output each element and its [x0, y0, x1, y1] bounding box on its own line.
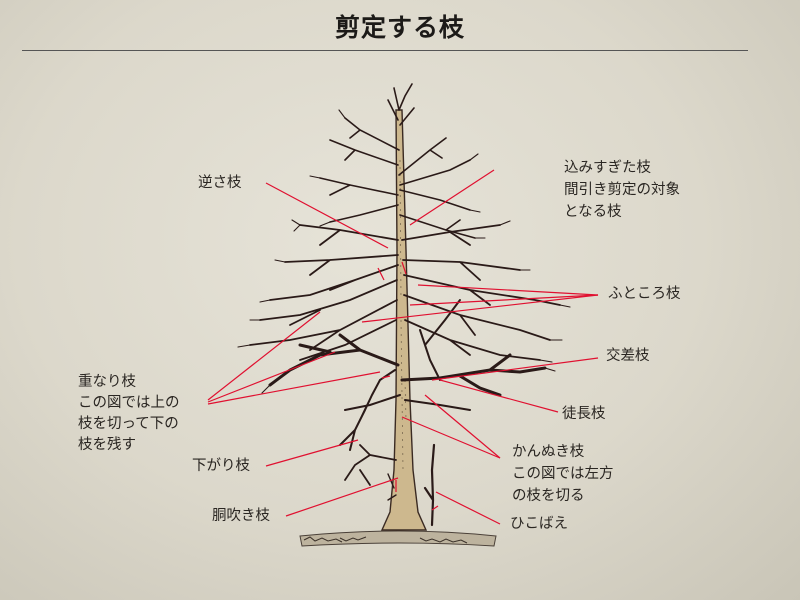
ground	[299, 530, 497, 547]
tree-branches	[237, 83, 571, 527]
leader-futokoro-1	[417, 284, 599, 296]
leader-futokoro-3	[361, 294, 599, 323]
label-komisugi-line1: 込みすぎた枝	[564, 160, 651, 176]
leader-kannuki-1	[424, 394, 501, 459]
label-kasanari-line3: 枝を切って下の	[78, 416, 179, 432]
label-kannuki-line1: かんぬき枝	[512, 444, 585, 460]
title-underline	[22, 50, 748, 51]
label-tocho-eda: 徒長枝	[562, 406, 606, 422]
label-kannuki-line3: の枝を切る	[512, 488, 585, 504]
leader-hikobae	[435, 491, 501, 525]
label-kousa-eda: 交差枝	[606, 348, 650, 364]
leader-kousa	[431, 357, 599, 381]
leader-kannuki-2	[401, 416, 501, 459]
label-dobuki-eda: 胴吹き枝	[212, 508, 270, 524]
leader-lines	[207, 169, 599, 525]
leader-dobuki	[285, 477, 399, 517]
label-kannuki-line2: この図では左方	[512, 466, 614, 482]
label-kasanari-line4: 枝を残す	[78, 437, 136, 453]
label-kasanari-line1: 重なり枝	[78, 374, 136, 390]
label-hikobae: ひこばえ	[510, 516, 568, 532]
leader-kasanari-1	[207, 311, 321, 401]
leader-futokoro-2	[409, 294, 599, 306]
label-komisugi-line2: 間引き剪定の対象	[564, 182, 680, 198]
leader-kasanari-3	[207, 371, 381, 405]
label-komisugi-line3: となる枝	[564, 204, 622, 220]
label-sakasa-eda: 逆さ枝	[198, 175, 242, 191]
tick-marks	[377, 261, 439, 511]
label-sagari-eda: 下がり枝	[192, 458, 250, 474]
leader-komisugi	[409, 169, 495, 226]
label-kasanari-line2: この図では上の	[78, 395, 180, 411]
leader-sakasa	[265, 182, 389, 249]
diagram-title: 剪定する枝	[334, 13, 465, 42]
leader-tocho	[439, 379, 559, 413]
leader-sagari	[265, 439, 359, 467]
label-futokoro-eda: ふところ枝	[608, 286, 681, 302]
leader-kasanari-2	[207, 351, 336, 403]
trunk	[380, 109, 428, 531]
